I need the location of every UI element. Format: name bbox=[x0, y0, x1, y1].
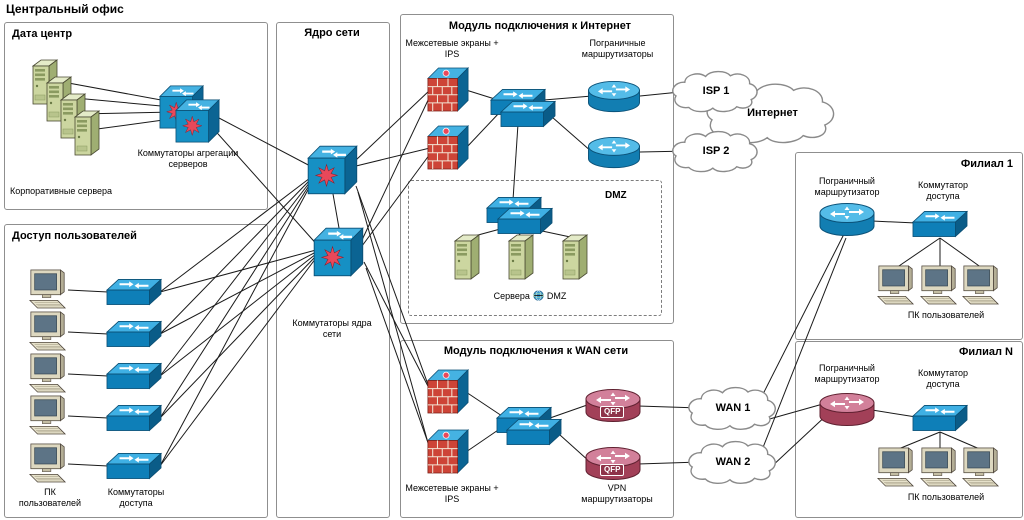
isp1-label: ISP 1 bbox=[702, 85, 730, 97]
wan-module-title: Модуль подключения к WAN сети bbox=[443, 345, 629, 357]
wan-firewalls-label: Межсетевые экраны + IPS bbox=[405, 483, 499, 504]
corporate-server-icon bbox=[74, 110, 100, 156]
branch1-pc-icon bbox=[920, 265, 957, 305]
wan1-label: WAN 1 bbox=[715, 402, 751, 414]
internet-label: Интернет bbox=[747, 107, 798, 119]
wan2-label: WAN 2 bbox=[715, 456, 751, 468]
wan-module-box bbox=[400, 340, 674, 518]
branchN-title: Филиал N bbox=[958, 346, 1013, 358]
branchN-switch-label: Коммутатор доступа bbox=[917, 368, 969, 389]
internet-module-title: Модуль подключения к Интернет bbox=[448, 20, 632, 32]
dmz-switch-icon bbox=[497, 207, 553, 235]
access-title: Доступ пользователей bbox=[12, 230, 137, 242]
access-switches-label: Коммутаторы доступа bbox=[107, 487, 165, 508]
branchN-access-switch-icon bbox=[912, 404, 968, 432]
branchN-pcs-label: ПК пользователей bbox=[907, 492, 985, 502]
dmz-server-icon bbox=[508, 234, 534, 280]
globe-icon bbox=[533, 290, 544, 301]
page-title: Центральный офис bbox=[6, 2, 124, 16]
access-pcs-label: ПК пользователей bbox=[18, 487, 82, 508]
branch1-pc-icon bbox=[877, 265, 914, 305]
border-routers-label: Пограничные маршрутизаторы bbox=[581, 38, 654, 59]
dmz-servers-label-suffix: DMZ bbox=[546, 290, 567, 301]
isp2-label: ISP 2 bbox=[702, 145, 730, 157]
branch1-router-label: Пограничный маршрутизатор bbox=[814, 176, 880, 197]
dmz-servers-label: Сервера DMZ bbox=[482, 290, 578, 301]
internet-firewall-ips-icon bbox=[427, 125, 469, 170]
vpn-routers-label: VPN маршрутизаторы bbox=[581, 483, 653, 504]
core-switch-icon bbox=[313, 227, 364, 277]
dmz-server-icon bbox=[454, 234, 480, 280]
border-router-icon bbox=[588, 80, 640, 113]
dmz-box bbox=[408, 180, 662, 316]
branch1-pcs-label: ПК пользователей bbox=[907, 310, 985, 320]
core-switch-icon bbox=[307, 145, 358, 195]
core-switches-label: Коммутаторы ядра сети bbox=[292, 318, 372, 339]
branch1-title: Филиал 1 bbox=[960, 158, 1013, 170]
access-switch-icon bbox=[106, 320, 162, 348]
branch1-box bbox=[795, 152, 1023, 340]
internet-switch-icon bbox=[500, 100, 556, 128]
user-pc-icon bbox=[29, 311, 66, 351]
access-switch-icon bbox=[106, 404, 162, 432]
access-switch-icon bbox=[106, 278, 162, 306]
user-pc-icon bbox=[29, 395, 66, 435]
internet-firewalls-label: Межсетевые экраны + IPS bbox=[405, 38, 499, 59]
datacenter-box bbox=[4, 22, 268, 210]
access-switch-icon bbox=[106, 452, 162, 480]
core-box bbox=[276, 22, 390, 518]
connection-lines bbox=[51, 79, 983, 469]
wan-switch-icon bbox=[506, 418, 562, 446]
internet-module-box bbox=[400, 14, 674, 324]
branch1-border-router-icon bbox=[819, 203, 875, 236]
user-pc-icon bbox=[29, 269, 66, 309]
border-router-icon bbox=[588, 136, 640, 169]
dmz-servers-label-prefix: Сервера bbox=[493, 290, 530, 301]
branch1-access-switch-icon bbox=[912, 210, 968, 238]
aggregation-switches-label: Коммутаторы агрегации серверов bbox=[137, 148, 239, 169]
user-access-box bbox=[4, 224, 268, 518]
branch1-switch-label: Коммутатор доступа bbox=[917, 180, 969, 201]
dmz-server-icon bbox=[562, 234, 588, 280]
branchN-pc-icon bbox=[962, 447, 999, 487]
internet-firewall-ips-icon bbox=[427, 67, 469, 112]
branchN-box bbox=[795, 341, 1023, 518]
dmz-title: DMZ bbox=[605, 190, 627, 201]
qfp-badge: QFP bbox=[600, 406, 625, 418]
wan-firewall-ips-icon bbox=[427, 429, 469, 474]
qfp-badge: QFP bbox=[600, 464, 625, 476]
corporate-servers-label: Корпоративные сервера bbox=[10, 186, 113, 196]
branchN-border-router-icon bbox=[819, 393, 875, 426]
core-title: Ядро сети bbox=[304, 27, 360, 39]
aggregation-switch-icon bbox=[175, 99, 220, 143]
datacenter-title: Дата центр bbox=[12, 28, 73, 40]
user-pc-icon bbox=[29, 443, 66, 483]
branchN-router-label: Пограничный маршрутизатор bbox=[814, 363, 880, 384]
branch1-pc-icon bbox=[962, 265, 999, 305]
branchN-pc-icon bbox=[920, 447, 957, 487]
access-switch-icon bbox=[106, 362, 162, 390]
wan-firewall-ips-icon bbox=[427, 369, 469, 414]
branchN-pc-icon bbox=[877, 447, 914, 487]
user-pc-icon bbox=[29, 353, 66, 393]
